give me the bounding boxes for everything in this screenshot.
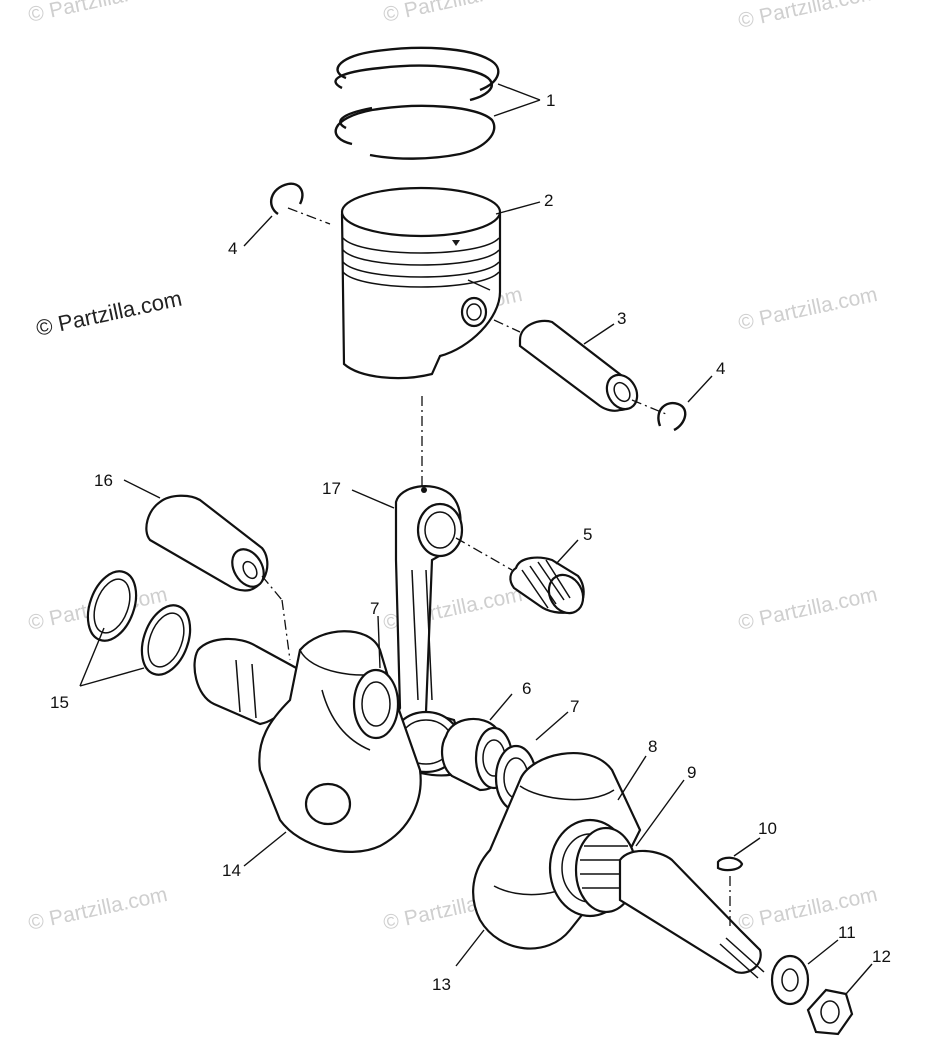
callout-12: 12 — [872, 947, 891, 966]
watermark-text: © Partzilla.com — [381, 0, 524, 27]
watermark-prominent: © Partzilla.com — [34, 286, 184, 341]
callout-9: 9 — [687, 763, 696, 782]
callout-1: 1 — [546, 91, 555, 110]
center-lines — [261, 207, 731, 930]
piston-pin — [518, 319, 639, 412]
shim-washers — [86, 570, 192, 676]
watermarks: © Partzilla.com © Partzilla.com © Partzi… — [26, 0, 879, 935]
callout-3: 3 — [617, 309, 626, 328]
crank-pin-bushing — [145, 494, 269, 592]
callout-10: 10 — [758, 819, 777, 838]
watermark-text: © Partzilla.com — [26, 0, 169, 27]
callout-6: 6 — [522, 679, 531, 698]
shaft-taper — [618, 849, 765, 979]
piston-rings — [334, 46, 500, 160]
callout-13: 13 — [432, 975, 451, 994]
leader-lines — [79, 83, 873, 995]
watermark-text: © Partzilla.com — [736, 283, 879, 335]
watermark-text: © Partzilla.com — [736, 0, 879, 33]
callout-7: 7 — [570, 697, 579, 716]
woodruff-key — [716, 856, 744, 872]
callout-8: 8 — [648, 737, 657, 756]
callout-15: 15 — [50, 693, 69, 712]
callout-14: 14 — [222, 861, 241, 880]
callout-7: 7 — [370, 599, 379, 618]
piston — [340, 186, 502, 380]
callout-17: 17 — [322, 479, 341, 498]
callout-4: 4 — [228, 239, 237, 258]
callout-16: 16 — [94, 471, 113, 490]
thrust-washer-left — [352, 668, 400, 740]
callout-4: 4 — [716, 359, 725, 378]
watermark-text: © Partzilla.com — [26, 883, 169, 935]
flat-washer — [770, 954, 810, 1006]
circlip-left — [269, 182, 304, 215]
circlip-right — [657, 401, 687, 432]
callout-11: 11 — [838, 923, 856, 942]
callout-2: 2 — [544, 191, 553, 210]
watermark-text: © Partzilla.com — [736, 583, 879, 635]
callout-5: 5 — [583, 525, 592, 544]
hex-nut — [806, 988, 854, 1036]
callout-labels: 1 2 3 4 4 5 6 7 7 8 9 10 11 12 13 14 15 … — [50, 91, 891, 994]
crank-half-left — [193, 630, 422, 853]
needle-bearing — [509, 556, 585, 615]
watermark-text: © Partzilla.com — [736, 883, 879, 935]
